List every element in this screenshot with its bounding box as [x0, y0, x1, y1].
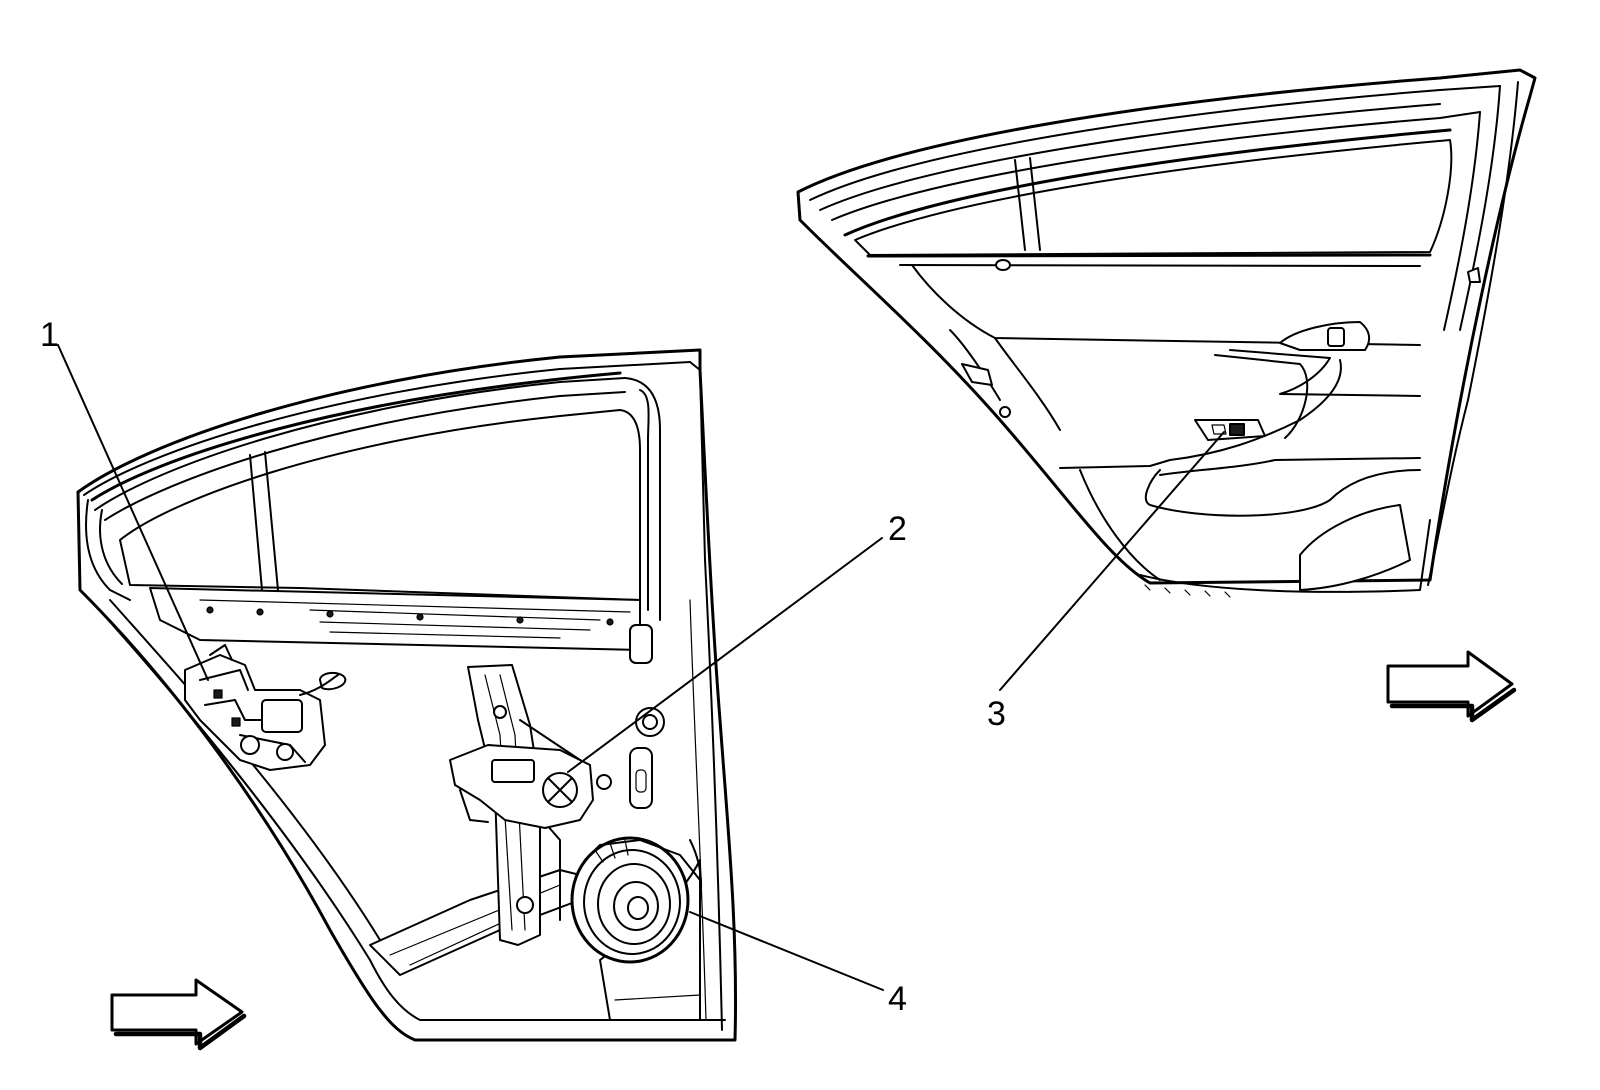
callout-leaders — [57, 344, 1225, 991]
door-speaker — [570, 836, 703, 964]
direction-arrow-icon — [110, 978, 247, 1051]
callout-4: 4 — [888, 980, 907, 1018]
window-regulator — [449, 664, 612, 946]
callout-2: 2 — [888, 510, 907, 548]
door-lock-assembly — [184, 644, 339, 771]
callout-3: 3 — [987, 695, 1006, 733]
callout-1: 1 — [40, 316, 59, 354]
direction-arrow-icon — [1386, 650, 1517, 723]
door-trim-panel — [796, 68, 1537, 598]
